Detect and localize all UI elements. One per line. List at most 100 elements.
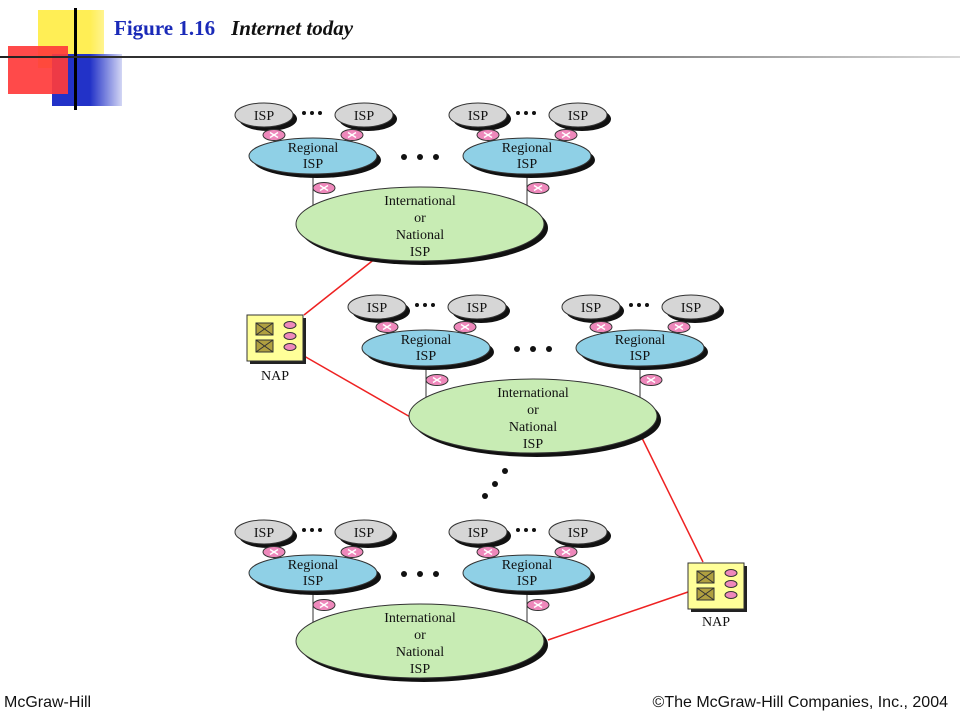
ellipsis-isp-right (516, 528, 536, 532)
footer-publisher: McGraw-Hill (4, 694, 92, 711)
dot (302, 111, 306, 115)
regional-isp-right (462, 554, 592, 592)
nap-switch-mark (696, 587, 715, 601)
isp-right-b-label: ISP (681, 301, 701, 316)
router-regional-right (526, 599, 550, 611)
dot (502, 468, 508, 474)
router-isp-left-a (262, 129, 286, 141)
router-mark (432, 376, 442, 384)
dot (546, 346, 552, 352)
router-mark (347, 548, 357, 556)
router-mark (596, 323, 606, 331)
ellipsis-regional (401, 571, 439, 577)
isp-right-b-label: ISP (568, 526, 588, 541)
regional-isp-right-label-1: Regional (502, 558, 553, 573)
link-nap-1-cluster-2 (303, 355, 413, 419)
regional-isp-right-label-1: Regional (615, 333, 666, 348)
ellipsis-regional (514, 346, 552, 352)
dot (530, 346, 536, 352)
national-isp-label-2: or (414, 211, 426, 226)
national-isp-label-4: ISP (410, 662, 430, 677)
router-regional-left (425, 374, 449, 386)
router-mark (460, 323, 470, 331)
footer-copyright: ©The McGraw-Hill Companies, Inc., 2004 (652, 694, 948, 711)
router-mark (533, 184, 543, 192)
router-mark (269, 548, 279, 556)
dot (645, 303, 649, 307)
regional-isp-right (575, 329, 705, 367)
nap-lower-label: NAP (702, 615, 730, 630)
router-mark (483, 131, 493, 139)
national-isp-label-1: International (497, 386, 569, 401)
dot (629, 303, 633, 307)
router-isp-right-b (554, 129, 578, 141)
link-nap-2-cluster-3 (547, 591, 689, 641)
regional-isp-left-label-2: ISP (416, 349, 436, 364)
isp-left-b-label: ISP (354, 109, 374, 124)
national-isp-label-4: ISP (410, 245, 430, 260)
router-mark (674, 323, 684, 331)
dot (524, 528, 528, 532)
nap-router (283, 332, 297, 340)
regional-isp-right-label-2: ISP (630, 349, 650, 364)
isp-left-b (334, 102, 394, 128)
dot (401, 154, 407, 160)
regional-isp-left (361, 329, 491, 367)
figure-title: Internet today (231, 16, 354, 40)
dot (532, 528, 536, 532)
ellipsis-isp-left (302, 111, 322, 115)
isp-right-a (561, 294, 621, 320)
router-mark (561, 131, 571, 139)
dot (417, 571, 423, 577)
router-mark (483, 548, 493, 556)
link-nap-2-cluster-2 (641, 437, 704, 563)
nap-router (283, 321, 297, 329)
nap-router (724, 580, 738, 588)
dot (318, 528, 322, 532)
dot (492, 481, 498, 487)
router-isp-left-a (375, 321, 399, 333)
nap-upper (246, 314, 306, 364)
national-isp-label-3: National (509, 420, 557, 435)
router-regional-left (312, 599, 336, 611)
isp-left-b-label: ISP (354, 526, 374, 541)
isp-left-b (447, 294, 507, 320)
national-isp (408, 378, 658, 454)
nap-upper-label: NAP (261, 369, 289, 384)
router-isp-left-b (453, 321, 477, 333)
national-isp-label-3: National (396, 645, 444, 660)
router-isp-right-b (554, 546, 578, 558)
isp-right-b (548, 102, 608, 128)
national-isp-label-2: or (414, 628, 426, 643)
isp-left-a (234, 102, 294, 128)
router-regional-left (312, 182, 336, 194)
router-mark (533, 601, 543, 609)
router-isp-right-a (476, 546, 500, 558)
figure-label: Figure 1.16 (114, 16, 216, 40)
regional-isp-left-label-1: Regional (288, 558, 339, 573)
isp-right-b (661, 294, 721, 320)
isp-right-a-label: ISP (581, 301, 601, 316)
router-isp-left-b (340, 129, 364, 141)
router-isp-left-a (262, 546, 286, 558)
dot (310, 111, 314, 115)
regional-isp-left-label-2: ISP (303, 157, 323, 172)
isp-left-b-label: ISP (467, 301, 487, 316)
dot (532, 111, 536, 115)
ellipsis-isp-left (302, 528, 322, 532)
isp-left-a (234, 519, 294, 545)
decor-fade (90, 10, 130, 106)
dot (514, 346, 520, 352)
dot (433, 571, 439, 577)
isp-left-a-label: ISP (254, 109, 274, 124)
slide-title: Figure 1.16 Internet today (114, 16, 353, 41)
router-mark (319, 184, 329, 192)
dot (401, 571, 407, 577)
ellipsis-isp-right (516, 111, 536, 115)
ellipsis-vertical (482, 468, 508, 499)
national-isp (295, 603, 545, 679)
